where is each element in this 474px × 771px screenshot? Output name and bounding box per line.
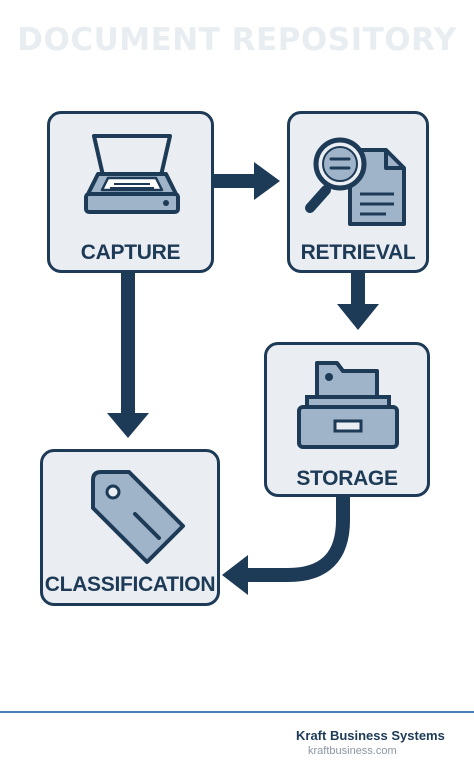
- retrieval-node: RETRIEVAL: [287, 111, 429, 273]
- classification-label: CLASSIFICATION: [44, 573, 216, 596]
- capture-label: CAPTURE: [80, 241, 181, 264]
- arrow-capture-to-retrieval: [214, 162, 280, 200]
- arrow-capture-to-classification: [107, 272, 149, 438]
- scanner-icon: [84, 134, 180, 214]
- storage-node: STORAGE: [264, 342, 430, 497]
- arrow-retrieval-to-storage: [337, 272, 379, 330]
- arrow-storage-to-classification: [222, 496, 350, 595]
- retrieval-label: RETRIEVAL: [300, 241, 416, 264]
- page-title: DOCUMENT REPOSITORY: [17, 22, 457, 58]
- website-url: kraftbusiness.com: [308, 745, 397, 757]
- file-drawer-icon: [297, 361, 399, 449]
- company-name: Kraft Business Systems: [296, 728, 445, 743]
- classification-node: CLASSIFICATION: [40, 449, 220, 606]
- capture-node: CAPTURE: [47, 111, 214, 273]
- tag-icon: [91, 470, 185, 564]
- magnifier-document-icon: [305, 137, 406, 226]
- storage-label: STORAGE: [296, 467, 398, 490]
- footer-rule: [0, 711, 474, 713]
